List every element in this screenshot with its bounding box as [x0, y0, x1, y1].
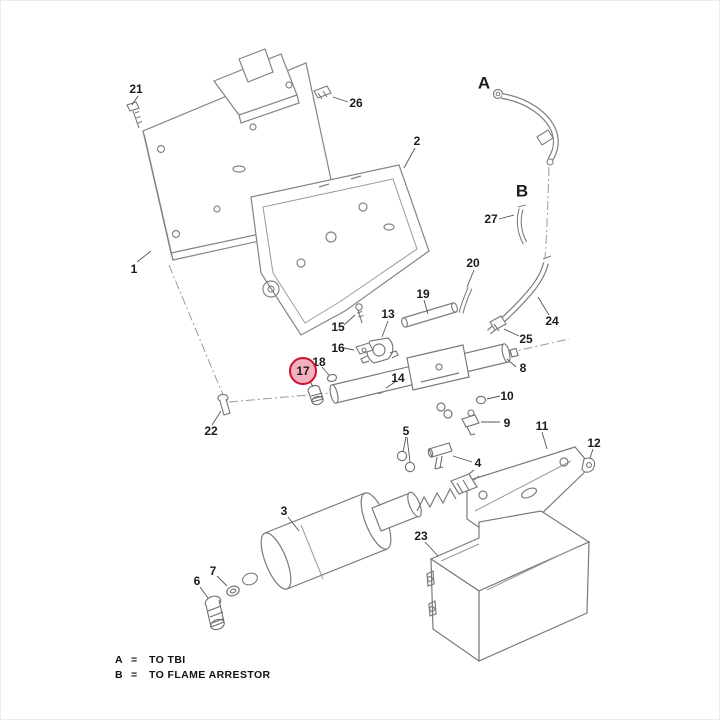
- part-2-cover-bracket: [250, 164, 430, 336]
- tbi-hose-a: [492, 88, 559, 166]
- legend-row-b: B = TO FLAME ARRESTOR: [115, 668, 271, 681]
- legend: A = TO TBI B = TO FLAME ARRESTOR: [115, 655, 271, 680]
- clip-12: [581, 457, 596, 473]
- end-cap: [242, 572, 258, 586]
- leader-lines: [131, 95, 594, 599]
- part-26-clip: [313, 85, 332, 100]
- fitting-4: [427, 442, 453, 470]
- part-21-bolt: [126, 101, 143, 129]
- fitting-9: [461, 409, 480, 436]
- fuel-hose-24: [487, 255, 552, 335]
- legend-value-b: TO FLAME ARRESTOR: [149, 668, 271, 681]
- legend-value-a: TO TBI: [149, 654, 186, 666]
- ring-18: [326, 373, 338, 383]
- orings-10: [436, 395, 487, 419]
- cover-box-23: [426, 510, 591, 663]
- legend-equals-b: =: [131, 668, 138, 681]
- legend-key-a: A: [115, 654, 123, 666]
- legend-key-b: B: [115, 668, 123, 681]
- flame-arrestor-tube-27: [516, 204, 528, 245]
- orings-5: [396, 450, 416, 473]
- plug-6: [204, 595, 225, 631]
- bolt-15: [355, 303, 364, 324]
- clamp-25: [489, 315, 507, 332]
- legend-equals-a: =: [131, 654, 138, 666]
- fuel-line-assembly-8: [329, 343, 519, 404]
- bracket-16: [355, 342, 374, 355]
- pump-assembly-3: [260, 469, 480, 590]
- fitting-17: [307, 384, 324, 406]
- pin-22: [217, 393, 231, 416]
- hose-20: [458, 286, 473, 314]
- oring-7: [226, 585, 240, 597]
- legend-row-a: A = TO TBI: [115, 655, 271, 666]
- tube-19: [401, 302, 458, 328]
